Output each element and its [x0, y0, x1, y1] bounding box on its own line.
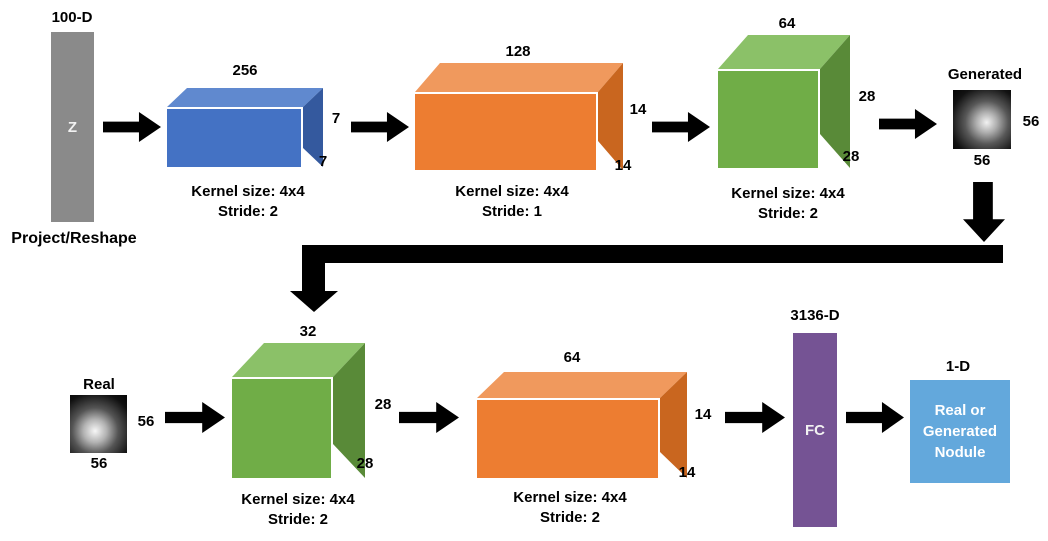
width-dim-label: 56: [973, 152, 991, 169]
real-nodule-image: [70, 395, 127, 453]
arrow-right-icon: [399, 402, 459, 433]
arrow-right-icon: [165, 402, 225, 433]
stride-label: Stride: 2: [757, 205, 818, 222]
height-dim-label: 56: [137, 413, 155, 430]
filter-count-label: 128: [505, 43, 531, 60]
feedback-line-vertical: [302, 245, 325, 292]
width-dim-label: 28: [356, 455, 374, 472]
block-top-face: [477, 372, 687, 398]
latent-dim-label: 100-D: [51, 9, 93, 26]
layer-caption: Kernel size: 4x4 Stride: 1: [432, 182, 592, 222]
output-line: Nodule: [934, 444, 986, 461]
fc-dim-label: 3136-D: [790, 307, 840, 324]
block-top-face: [167, 88, 323, 107]
width-dim-label: 14: [678, 464, 696, 481]
stride-label: Stride: 2: [217, 203, 278, 220]
layer-caption: Kernel size: 4x4 Stride: 2: [708, 184, 868, 224]
feedback-line-horizontal: [302, 245, 1003, 263]
generated-label: Generated: [947, 66, 1023, 83]
arrow-right-icon: [351, 112, 409, 142]
fc-bar: FC: [793, 333, 837, 527]
arrow-right-icon: [846, 402, 904, 433]
block-front-face: [718, 69, 820, 168]
output-line: Generated: [922, 423, 998, 440]
output-line: Real or: [934, 402, 986, 419]
filter-count-label: 64: [778, 15, 796, 32]
width-dim-label: 56: [90, 455, 108, 472]
layer-caption: Kernel size: 4x4 Stride: 2: [490, 488, 650, 528]
block-top-face: [415, 63, 623, 92]
height-dim-label: 28: [374, 396, 392, 413]
block-front-face: [232, 377, 333, 478]
latent-vector-label: Z: [67, 118, 78, 136]
arrow-right-icon: [879, 109, 937, 139]
kernel-size-label: Kernel size: 4x4: [731, 185, 845, 202]
arrow-right-icon: [103, 112, 161, 142]
height-dim-label: 28: [858, 88, 876, 105]
block-front-face: [415, 92, 598, 170]
filter-count-label: 256: [232, 62, 258, 79]
filter-count-label: 64: [563, 349, 581, 366]
filter-count-label: 32: [299, 323, 317, 340]
kernel-size-label: Kernel size: 4x4: [191, 183, 305, 200]
layer-caption: Kernel size: 4x4 Stride: 2: [168, 182, 328, 222]
height-dim-label: 14: [629, 101, 647, 118]
height-dim-label: 7: [331, 110, 341, 127]
arrow-down-icon: [963, 182, 1005, 242]
stride-label: Stride: 2: [539, 509, 600, 526]
arrow-down-icon: [290, 291, 338, 312]
stride-label: Stride: 2: [267, 511, 328, 528]
block-side-face: [303, 88, 323, 167]
height-dim-label: 56: [1022, 113, 1040, 130]
kernel-size-label: Kernel size: 4x4: [241, 491, 355, 508]
latent-vector-bar: Z: [51, 32, 94, 222]
fc-label: FC: [805, 421, 825, 439]
arrow-right-icon: [652, 112, 710, 142]
stride-label: Stride: 1: [481, 203, 542, 220]
block-front-face: [477, 398, 660, 478]
output-box: Real or Generated Nodule: [910, 380, 1010, 483]
real-label: Real: [83, 376, 115, 393]
kernel-size-label: Kernel size: 4x4: [513, 489, 627, 506]
generated-nodule-image: [953, 90, 1011, 149]
output-dim-label: 1-D: [945, 358, 971, 375]
project-reshape-label: Project/Reshape: [11, 230, 137, 247]
block-front-face: [167, 107, 303, 167]
layer-caption: Kernel size: 4x4 Stride: 2: [218, 490, 378, 530]
arrow-right-icon: [725, 402, 785, 433]
width-dim-label: 14: [614, 157, 632, 174]
width-dim-label: 28: [842, 148, 860, 165]
kernel-size-label: Kernel size: 4x4: [455, 183, 569, 200]
width-dim-label: 7: [318, 153, 328, 170]
height-dim-label: 14: [694, 406, 712, 423]
